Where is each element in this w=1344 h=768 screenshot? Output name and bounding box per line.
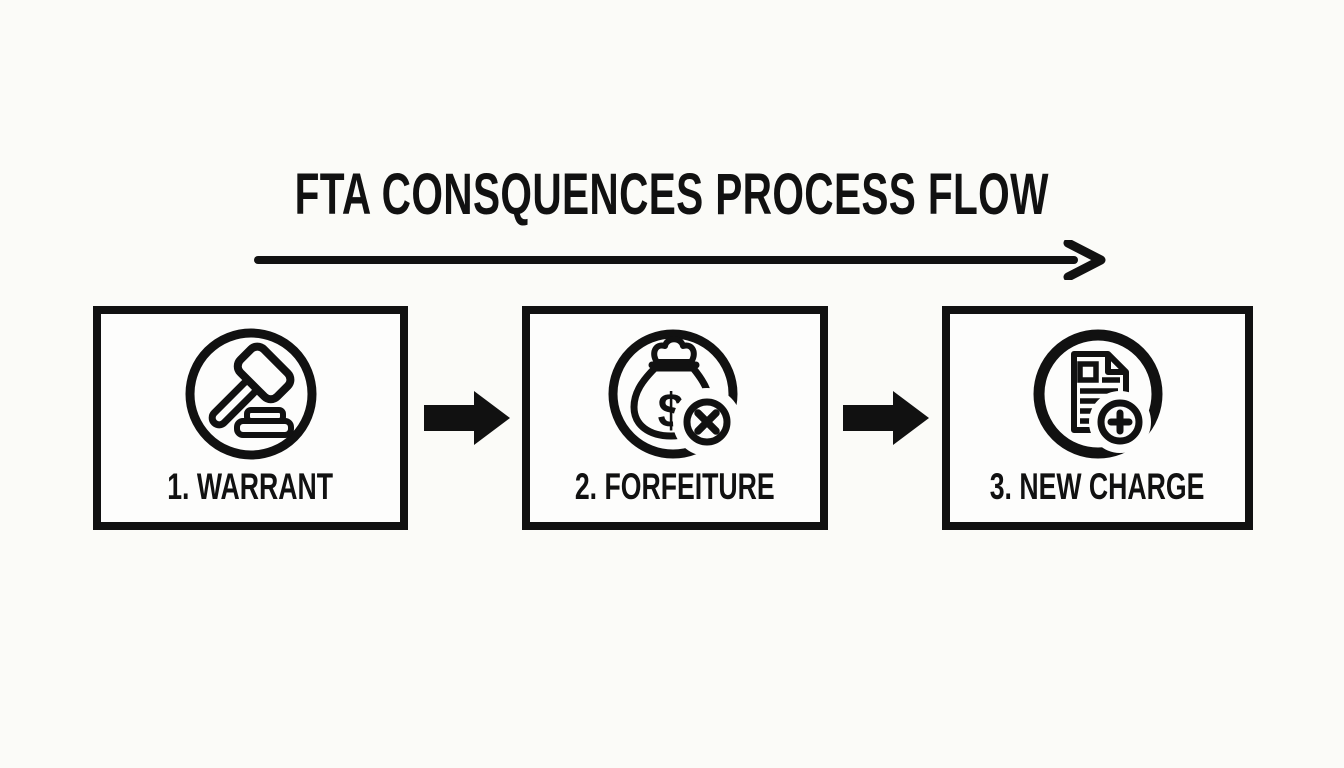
gavel-icon — [185, 328, 316, 460]
forfeiture-icon-wrap: $ — [605, 324, 745, 464]
money-bag-x-icon: $ — [608, 329, 741, 459]
document-plus-icon — [1033, 329, 1162, 459]
warrant-icon-wrap — [181, 324, 321, 464]
arrow-right-icon — [424, 391, 510, 445]
flow-direction-arrow — [254, 240, 1106, 280]
new-charge-icon-wrap — [1028, 324, 1168, 464]
page-title-text: FTA CONSQUENCES PROCESS FLOW — [294, 162, 1050, 227]
step-label-forfeiture: 2. FORFEITURE — [536, 468, 814, 505]
step-box-warrant: 1. WARRANT — [93, 306, 408, 530]
step-box-forfeiture: $ 2. FORFEITURE — [522, 306, 828, 530]
step-label-new-charge-text: 3. NEW CHARGE — [990, 466, 1205, 507]
step-label-warrant-text: 1. WARRANT — [167, 466, 334, 507]
step-box-new-charge: 3. NEW CHARGE — [942, 306, 1253, 530]
step-label-forfeiture-text: 2. FORFEITURE — [575, 466, 775, 507]
step-label-warrant: 1. WARRANT — [135, 468, 365, 505]
arrow-right-icon — [843, 391, 929, 445]
page-title: FTA CONSQUENCES PROCESS FLOW — [0, 166, 1344, 224]
step-label-new-charge: 3. NEW CHARGE — [948, 468, 1246, 505]
